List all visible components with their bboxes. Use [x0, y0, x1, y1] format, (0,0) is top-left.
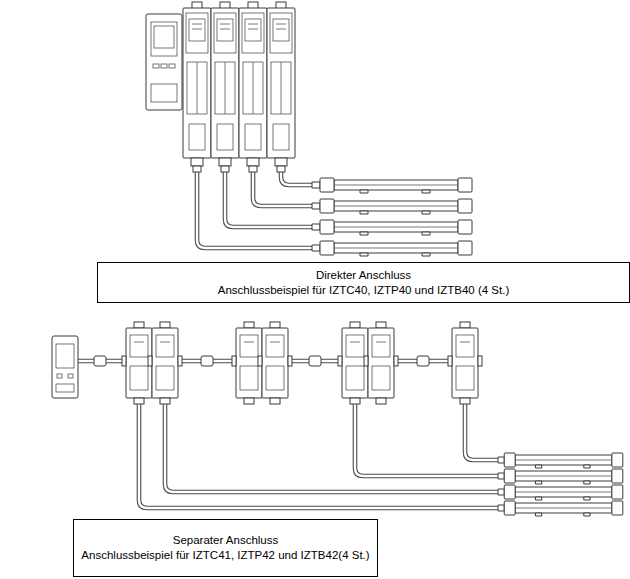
driver-unit — [183, 2, 295, 172]
cable — [197, 172, 312, 248]
caption-heading: Separater Anschluss — [173, 533, 278, 548]
controller-unit — [146, 14, 182, 110]
caption-text: Anschlussbeispiel für IZTC40, IZTP40 und… — [218, 283, 509, 298]
ionizer-bar — [498, 453, 623, 516]
caption-heading: Direkter Anschluss — [316, 268, 411, 283]
caption-text: Anschlussbeispiel für IZTC41, IZTP42 und… — [81, 548, 369, 563]
controller-unit — [52, 336, 78, 398]
caption-box: Direkter AnschlussAnschlussbeispiel für … — [97, 262, 630, 303]
cable — [139, 404, 498, 508]
caption-box: Separater AnschlussAnschlussbeispiel für… — [73, 519, 378, 577]
driver-unit — [122, 322, 482, 404]
ionizer-bar — [312, 178, 472, 256]
